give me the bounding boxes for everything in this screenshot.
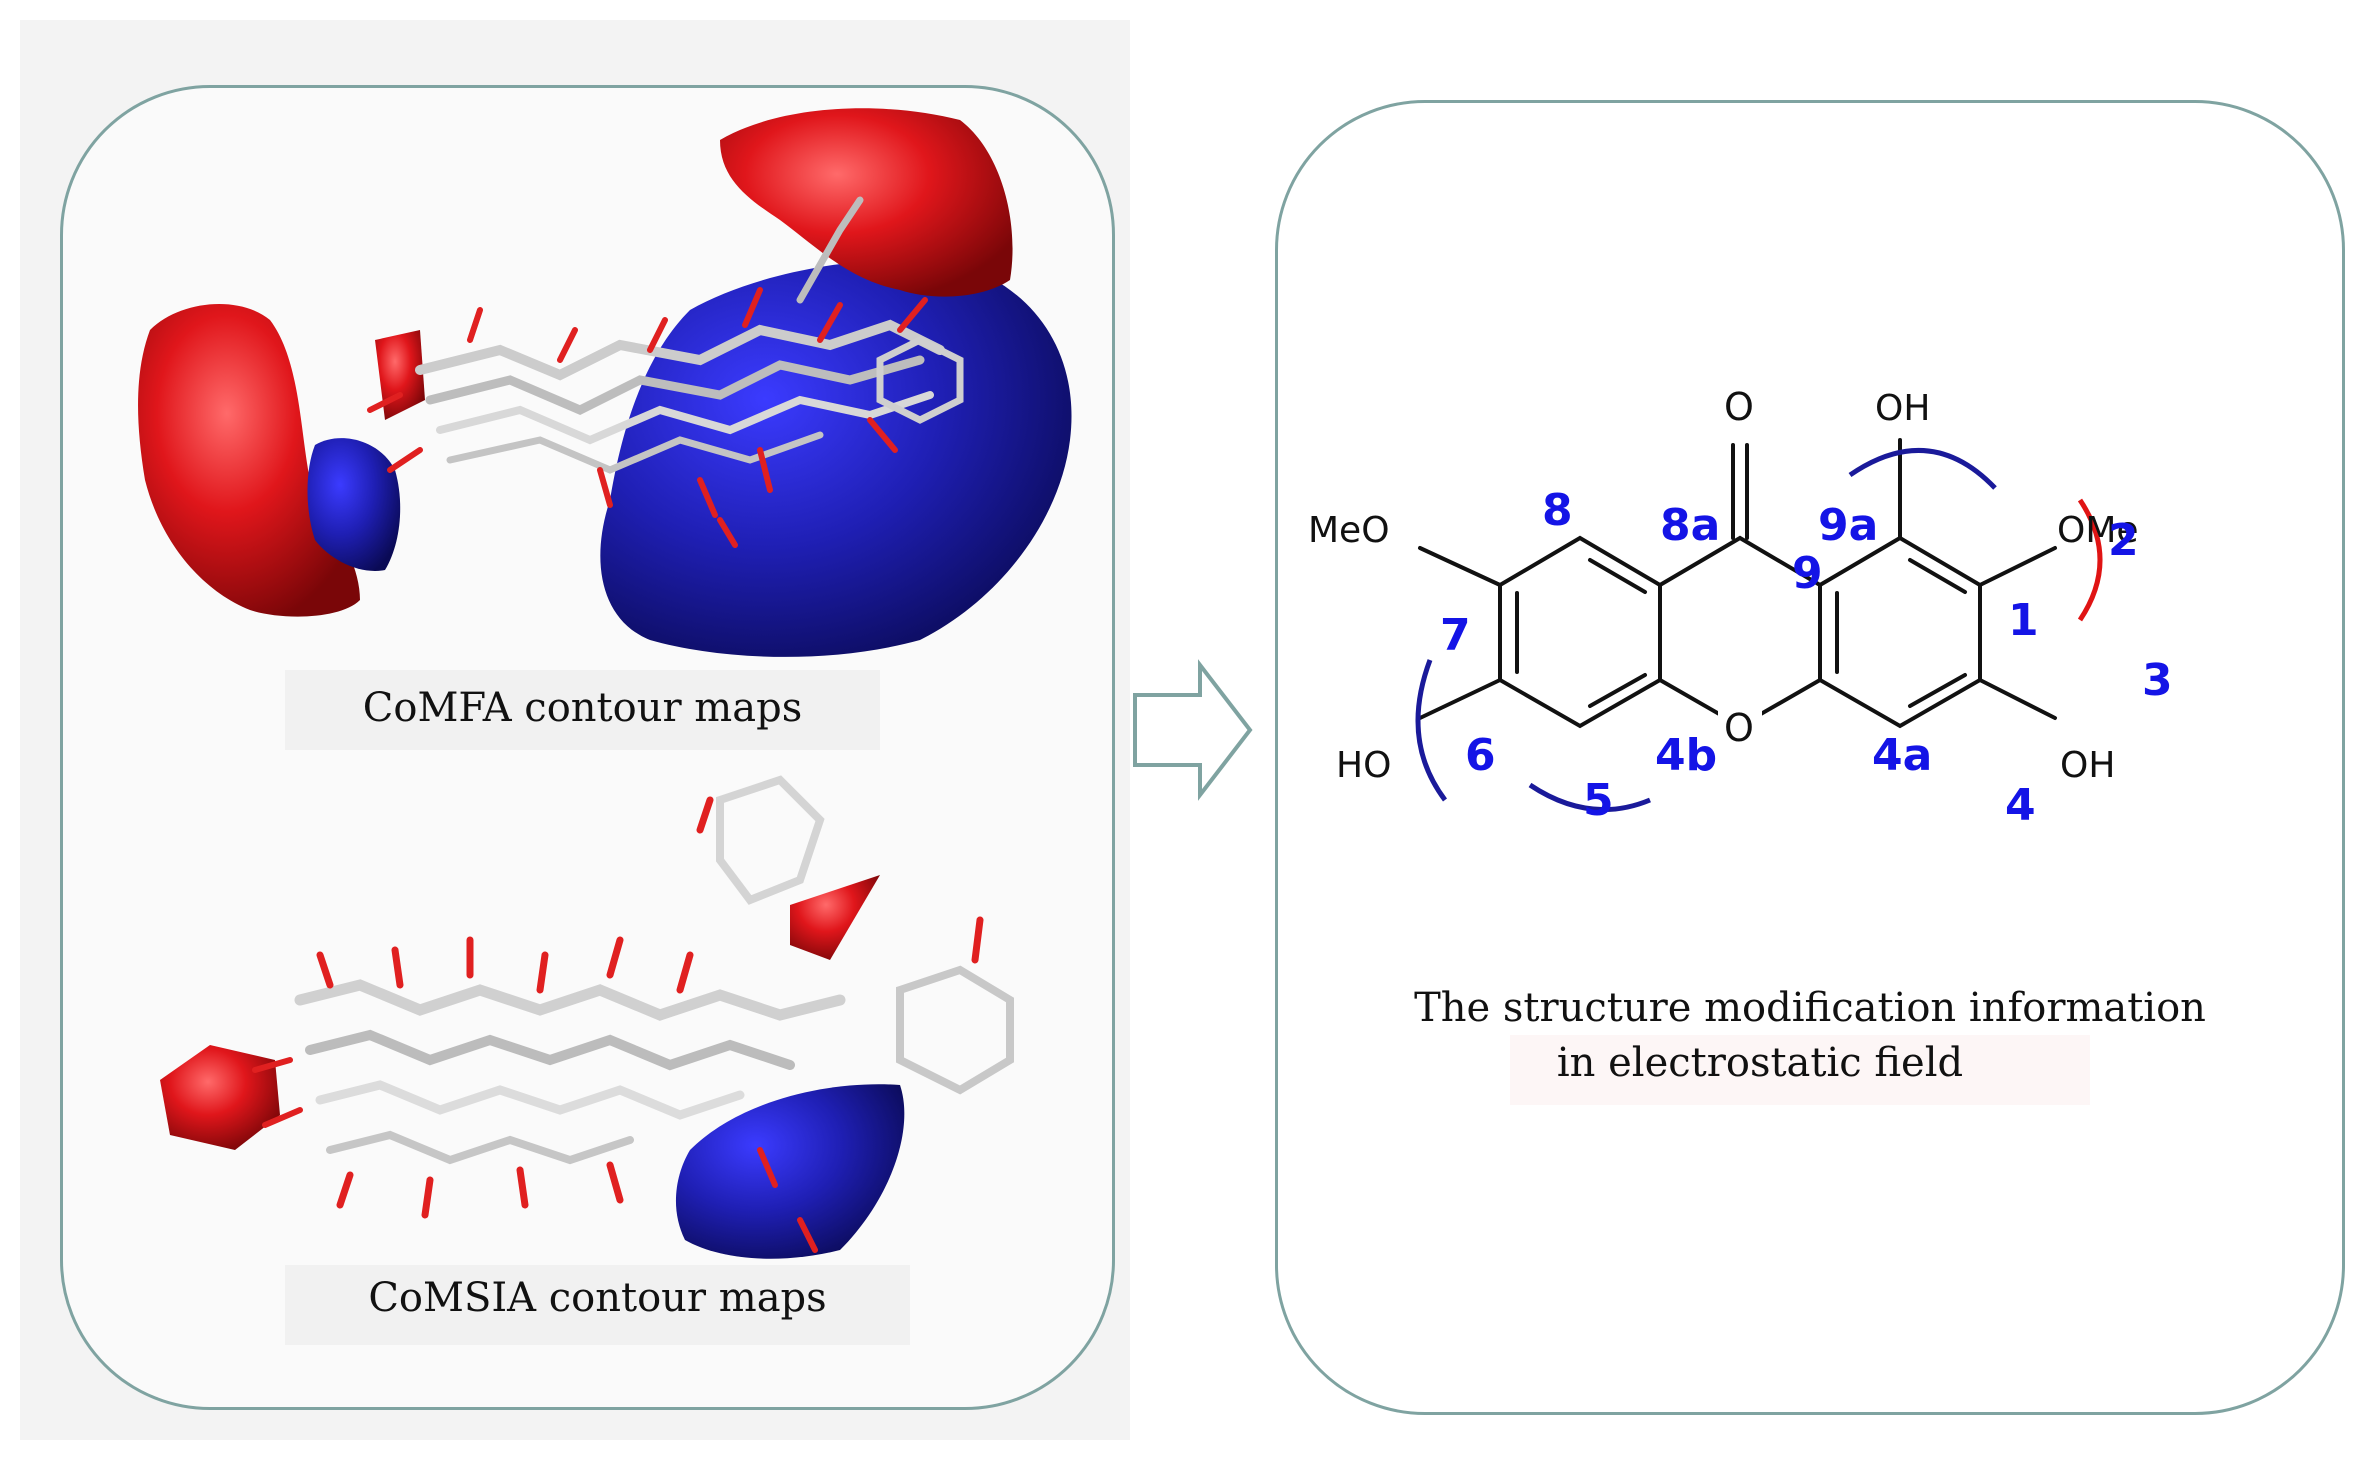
comfa-red-contour-left xyxy=(138,303,360,617)
position-1-label: 1 xyxy=(2008,595,2039,646)
comfa-caption-box xyxy=(285,670,880,750)
comsia-molecule-overlay xyxy=(252,775,1014,1253)
methoxy-2-red-arc xyxy=(2077,498,2103,622)
position-4-label: 4 xyxy=(2005,780,2036,831)
xanthone-structure xyxy=(1418,438,2057,729)
position-7-label: 7 xyxy=(1440,610,1471,661)
comsia-contour-map xyxy=(160,775,1014,1259)
comfa-blue-contour-large xyxy=(600,260,1072,657)
hydroxyl-1-blue-arc xyxy=(1848,447,1997,490)
structure-caption-line1: The structure modification information xyxy=(1414,985,2206,1031)
position-8a-label: 8a xyxy=(1660,500,1721,551)
comfa-caption: CoMFA contour maps xyxy=(362,685,803,731)
hydroxyl-right-label: OH xyxy=(2060,745,2116,786)
comsia-caption: CoMSIA contour maps xyxy=(368,1275,827,1321)
carbonyl-oxygen-label: O xyxy=(1724,385,1754,429)
position-6-label: 6 xyxy=(1465,730,1496,781)
comsia-blue-contour xyxy=(675,1084,905,1259)
structure-caption-line2: in electrostatic field xyxy=(1556,1040,1964,1086)
structure-caption-box xyxy=(1510,1035,2090,1105)
comsia-caption-box xyxy=(285,1265,910,1345)
transition-arrow-icon xyxy=(1133,659,1253,801)
position-4b-label: 4b xyxy=(1655,730,1718,781)
position-2-label: 2 xyxy=(2108,515,2139,566)
position-5-blue-arc xyxy=(1528,782,1651,813)
position-9-label: 9 xyxy=(1792,548,1823,599)
position-6-7-blue-arc xyxy=(1415,659,1448,802)
methoxy-left-label: MeO xyxy=(1308,510,1390,551)
comfa-contour-map xyxy=(138,108,1072,657)
position-9a-label: 9a xyxy=(1818,500,1879,551)
ring-oxygen-backdrop xyxy=(1718,700,1762,756)
comfa-red-contour-top xyxy=(720,108,1013,297)
comfa-blue-contour-small xyxy=(307,438,401,571)
position-4a-label: 4a xyxy=(1872,730,1933,781)
comsia-red-contour-left xyxy=(160,1045,280,1150)
position-5-label: 5 xyxy=(1583,775,1614,826)
hydroxyl-top-label: OH xyxy=(1875,388,1931,429)
comfa-molecule-overlay xyxy=(367,196,964,548)
position-8-label: 8 xyxy=(1542,485,1573,536)
position-3-label: 3 xyxy=(2142,655,2173,706)
methoxy-right-label: OMe xyxy=(2057,510,2139,551)
structure-panel xyxy=(1275,100,2345,1415)
ring-oxygen-label: O xyxy=(1724,706,1754,750)
comfa-red-contour-small xyxy=(375,330,425,420)
hydroxyl-left-label: HO xyxy=(1336,745,1392,786)
comsia-red-contour-top xyxy=(790,875,880,960)
